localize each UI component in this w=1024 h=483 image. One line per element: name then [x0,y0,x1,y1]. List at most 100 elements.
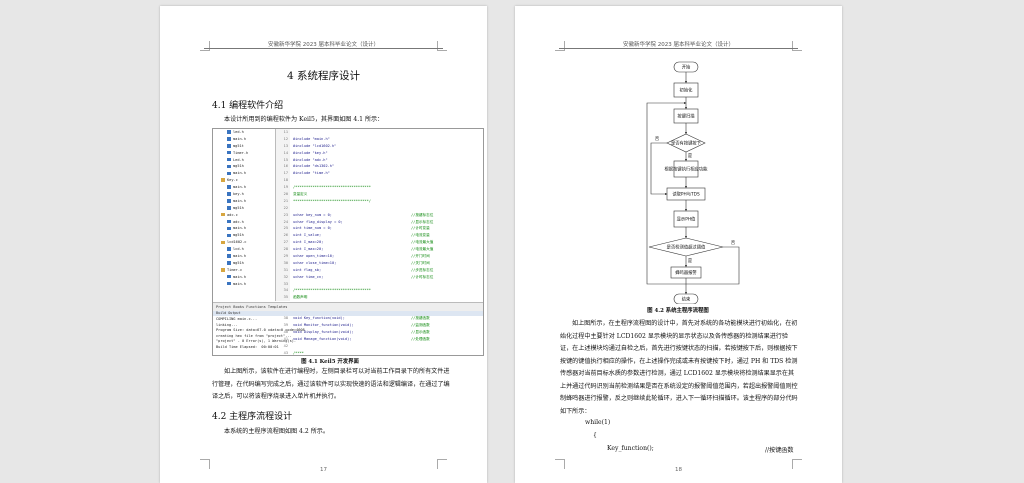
code-line[interactable]: void Key_function(void);//按键函数 [293,315,481,322]
tree-item[interactable]: Timer.c [213,267,275,274]
line-number: 40 [283,329,288,334]
section-heading: 4.2 主程序流程设计 [212,412,293,422]
tree-item[interactable]: key.h [213,191,275,198]
code-comment: //监测函数 [411,322,430,327]
code-line[interactable]: uint I_max=20;//电流最大值 [293,239,481,246]
corner-mark [792,41,802,51]
code-line[interactable]: #include "lcd1602.h" [293,143,481,150]
flow-init-label: 初始化 [680,87,694,94]
tree-item[interactable]: mg51h [213,260,275,267]
tree-item[interactable]: main.h [213,225,275,232]
flow-read-label: 读取PH与TDS [672,191,700,198]
line-number: 15 [283,157,288,162]
code-text: uint I_value; [293,233,322,238]
code-comment: //电流最大值 [411,240,434,245]
build-output-line: Program Size: data=67.0 xdata=0 code=460… [216,328,305,333]
code-line[interactable] [293,281,481,288]
code-line[interactable]: void Manage_function(void);//处理函数 [293,336,481,343]
code-text: 函数声明 [293,295,308,300]
code-line[interactable]: #include "key.h" [293,150,481,157]
tree-item[interactable]: Key.c [213,177,275,184]
line-number: 14 [283,150,288,155]
code-text: #include "adc.h" [293,157,328,162]
tree-item-label: main.h [233,136,246,141]
code-text: void Key_function(void); [293,316,345,321]
tree-item[interactable]: lcd1602.c [213,239,275,246]
tree-item[interactable]: main.h [213,281,275,288]
flow-scan-label: 按键扫描 [677,113,695,120]
tree-item-label: lcd1602.c [227,240,247,245]
tree-item[interactable]: main.h [213,198,275,205]
code-line[interactable]: uint flag_sb;//步进标志位 [293,267,481,274]
tree-item[interactable]: mg51h [213,232,275,239]
build-output-line: "project" - 0 Error(s), 1 Warning(s). [216,339,297,344]
code-line[interactable]: uint time_num = 0;//计时变量 [293,225,481,232]
code-line[interactable]: uint I_value; //电流变量 [293,232,481,239]
line-number: 13 [283,143,288,148]
tree-item-label: main.h [233,254,246,259]
line-number: 12 [283,136,288,141]
code-line[interactable]: uchar flag_display = 0;//显示标志位 [293,219,481,226]
tree-item[interactable]: Led.h [213,157,275,164]
code-comment: //关门时间 [411,260,430,265]
file-icon [227,281,231,286]
file-icon [227,130,231,134]
tree-item[interactable]: main.h [213,136,275,143]
tree-item[interactable]: main.h [213,184,275,191]
page-17: 安徽新华学院 2023 届本科毕业论文（设计） 4 系统程序设计 4.1 编程软… [160,6,487,483]
code-line[interactable]: #include "ds1302.h" [293,163,481,170]
code-line[interactable]: ***********************************/ [293,198,481,205]
code-line[interactable]: 变量定义 [293,191,481,198]
tree-item[interactable]: main.h [213,170,275,177]
code-line[interactable]: uint I_max=20;//电流最大值 [293,246,481,253]
code-comment: //电流变量 [411,233,430,238]
corner-mark [555,459,565,469]
tree-item[interactable]: mg51t [213,143,275,150]
tree-item[interactable]: main.h [213,274,275,281]
code-line[interactable]: 函数声明 [293,294,481,301]
code-line[interactable]: /*********************************** [293,184,481,191]
tree-item[interactable]: mg51h [213,205,275,212]
code-line[interactable]: #include "adc.h" [293,157,481,164]
code-line[interactable]: void Monitor_function(void);//监测函数 [293,322,481,329]
file-icon [227,226,231,231]
code-line[interactable]: uchar time_cn;//计时标志位 [293,274,481,281]
code-text: void Display_function(void); [293,329,354,334]
code-line[interactable]: #include "time.h" [293,170,481,177]
tree-item[interactable]: adc.c [213,212,275,219]
code-text: uint flag_sb; [293,267,322,272]
code-line[interactable]: uchar close_time=10;//关门时间 [293,260,481,267]
paragraph: 如上图所示，在主程序流程图的设计中，首先对系统的各功能模块进行初始化，在初始化过… [560,320,798,415]
code-line[interactable] [293,205,481,212]
line-number: 39 [283,322,288,327]
code-line[interactable]: uchar open_time=10;//开门时间 [293,253,481,260]
file-icon [227,199,231,203]
code-text: #include "time.h" [293,171,330,176]
tree-item[interactable]: Timer.h [213,150,275,157]
tree-item[interactable]: adc.h [213,219,275,226]
corner-mark [200,459,210,469]
code-text: uchar flag_display = 0; [293,219,343,224]
code-line[interactable] [293,177,481,184]
code-text: /**** [293,350,304,355]
code-line[interactable]: uchar key_num = 0;//按键标志位 [293,212,481,219]
build-output-line: COMPILING main.c... [216,317,258,321]
code-line[interactable]: /*********************************** [293,287,481,294]
tree-item[interactable]: mg51h [213,163,275,170]
tree-item[interactable]: lcd.h [213,246,275,253]
tree-item-label: mg51t [233,143,244,148]
corner-mark [437,41,447,51]
code-line[interactable]: /**** [293,350,481,356]
tree-item-label: main.h [233,198,246,203]
code-line[interactable]: #include "main.h" [293,136,481,143]
code-text: 变量定义 [293,192,308,197]
code-line[interactable]: void Display_function(void);//显示函数 [293,329,481,336]
page-number: 17 [320,467,327,473]
tree-item[interactable]: led.h [213,129,275,136]
code-line[interactable] [293,129,481,136]
tree-item[interactable]: main.h [213,253,275,260]
build-output: COMPILING main.c...linking...Program Siz… [213,317,481,351]
